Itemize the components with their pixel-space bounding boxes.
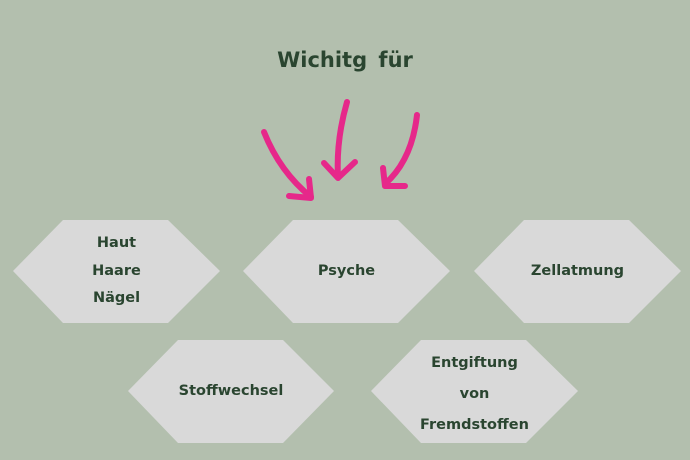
label-line: von (459, 386, 490, 402)
hexagon-entgiftung (371, 340, 578, 443)
hexagon-haut-haare-naegel (13, 220, 220, 323)
label-line: Nägel (92, 290, 141, 307)
hexagon-psyche (243, 220, 450, 323)
label-line: Psyche (317, 262, 376, 279)
arrow-left-icon (261, 129, 314, 201)
label-line: Haare (92, 262, 141, 279)
label-line: Zellatmung (530, 262, 625, 279)
arrow-right-icon (380, 112, 420, 189)
hexagon-zellatmung (474, 220, 681, 323)
arrow-middle-icon (321, 99, 358, 181)
label-line: Stoffwechsel (178, 382, 284, 399)
label-line: Haut (96, 235, 137, 252)
label-psyche: Psyche (243, 220, 450, 323)
label-entgiftung: Entgiftung von Fremdstoffen (371, 343, 578, 446)
label-line: Fremdstoffen (420, 417, 529, 433)
label-line: Entgiftung (431, 355, 518, 371)
label-zellatmung: Zellatmung (474, 220, 681, 323)
label-stoffwechsel: Stoffwechsel (128, 340, 334, 443)
label-haut-haare-naegel: Haut Haare Nägel (13, 220, 220, 323)
hexagon-stoffwechsel (128, 340, 334, 443)
diagram-title: Wichitg für (277, 48, 413, 72)
